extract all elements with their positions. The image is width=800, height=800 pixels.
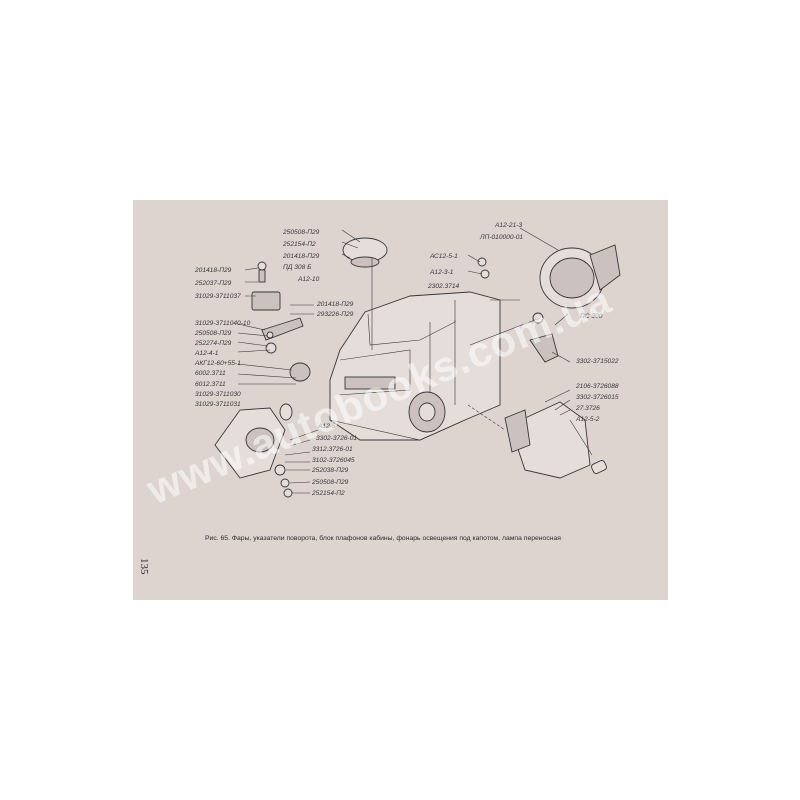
label-3302-3715022: 3302-3715022: [576, 358, 619, 365]
label-pd308b: ПД 308 Б: [283, 264, 312, 271]
label-3102-3726045: 3102-3726045: [312, 457, 355, 464]
label-ps300: ПС 300: [580, 313, 603, 320]
label-27-3726: 27.3726: [575, 405, 600, 412]
label-3302-3726015: 3302-3726015: [576, 394, 619, 401]
label-a12-4-1: А12-4-1: [194, 350, 219, 357]
label-3312-3726-01: 3312.3726-01: [312, 446, 353, 453]
label-akg12: АКГ12-60+55-1: [194, 360, 241, 367]
label-a12-10: А12-10: [297, 276, 320, 283]
figure-caption: Рис. 65. Фары, указатели поворота, блок …: [205, 535, 561, 542]
label-6012-3711: 6012.3711: [195, 381, 226, 388]
label-as12-5-1: АС12-5-1: [429, 253, 458, 260]
label-201418-p29-mid: 201418-П29: [316, 301, 354, 308]
page-number: 135: [138, 558, 150, 575]
turn-signal-lamp: [504, 401, 607, 479]
label-a12-21-3: А12-21-3: [494, 222, 522, 229]
label-31029-3711031: 31029-3711031: [195, 401, 241, 408]
label-252038-p29: 252038-П29: [311, 467, 349, 474]
label-3302-3726-01: 3302-3726-01: [316, 435, 357, 442]
label-a12-5-2: А12-5-2: [575, 416, 600, 423]
label-a12-3-1: А12-3-1: [429, 269, 454, 276]
label-201418-p29-top: 201418-П29: [282, 253, 320, 260]
cabin-lamp: [342, 237, 388, 268]
label-2302-3714: 2302.3714: [427, 283, 460, 290]
label-a12-5: А12-5: [317, 423, 336, 430]
label-6002-3711: 6002.3711: [195, 370, 226, 377]
label-201418-p29-left: 201418-П29: [194, 267, 232, 274]
label-2106-3726088: 2106-3726088: [575, 383, 619, 390]
label-250508-p29-left: 250508-П29: [194, 330, 232, 337]
label-31029-3711040-10: 31029-3711040-10: [195, 320, 251, 327]
label-31029-3711030: 31029-3711030: [195, 391, 241, 398]
label-252037-p29: 252037-П29: [194, 280, 232, 287]
headlamp-bracket: [251, 261, 304, 354]
headlamp-assembly: [214, 362, 311, 498]
leader-lines: [237, 227, 593, 494]
hood-lamp: [477, 244, 621, 363]
label-252274-p29: 252274-П29: [194, 340, 232, 347]
van-drawing: [329, 290, 501, 441]
label-250508-p29-bottom: 250508-П29: [311, 479, 349, 486]
label-31029-3711037: 31029-3711037: [195, 293, 241, 300]
label-252154-p2-bottom: 252154-П2: [311, 490, 345, 497]
labels: 250508-П29 252154-П2 201418-П29 ПД 308 Б…: [194, 222, 619, 497]
label-293226-p29: 293226-П29: [316, 311, 354, 318]
label-lp-010000-01: ЛП-010000-01: [479, 234, 523, 241]
label-250508-p29-top: 250508-П29: [282, 229, 320, 236]
label-252154-p2-top: 252154-П2: [282, 241, 316, 248]
